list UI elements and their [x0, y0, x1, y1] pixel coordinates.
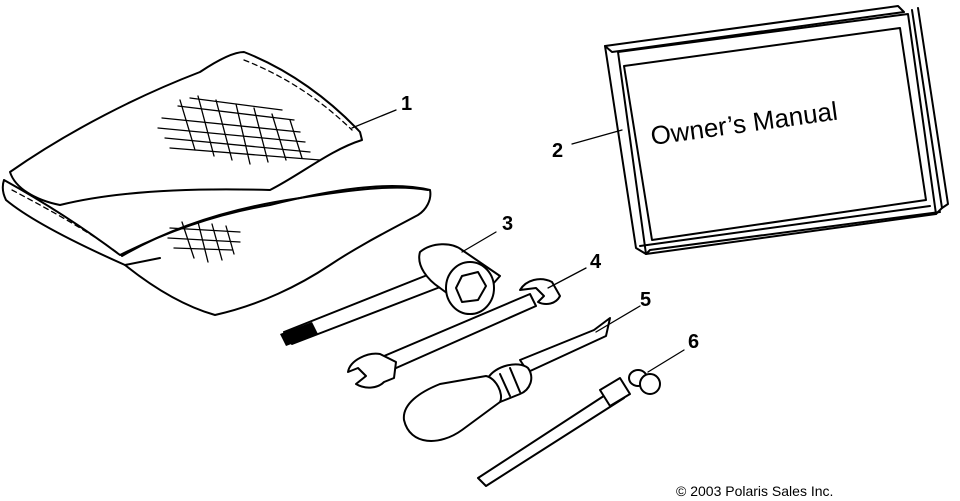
socket-wrench [280, 243, 501, 346]
copyright-notice: © 2003 Polaris Sales Inc. [676, 483, 833, 499]
extension-bar [477, 369, 661, 487]
callout-2: 2 [552, 140, 563, 162]
owners-manual: Owner’s Manual [604, 5, 949, 255]
leader-lines [351, 109, 685, 373]
callout-3: 3 [502, 213, 513, 235]
callout-4: 4 [590, 251, 602, 273]
callout-1: 1 [401, 93, 412, 115]
callout-5: 5 [640, 289, 651, 311]
callout-6: 6 [688, 331, 699, 353]
screwdriver [402, 317, 611, 442]
tool-pouch [1, 51, 432, 316]
combination-wrench [347, 278, 561, 389]
